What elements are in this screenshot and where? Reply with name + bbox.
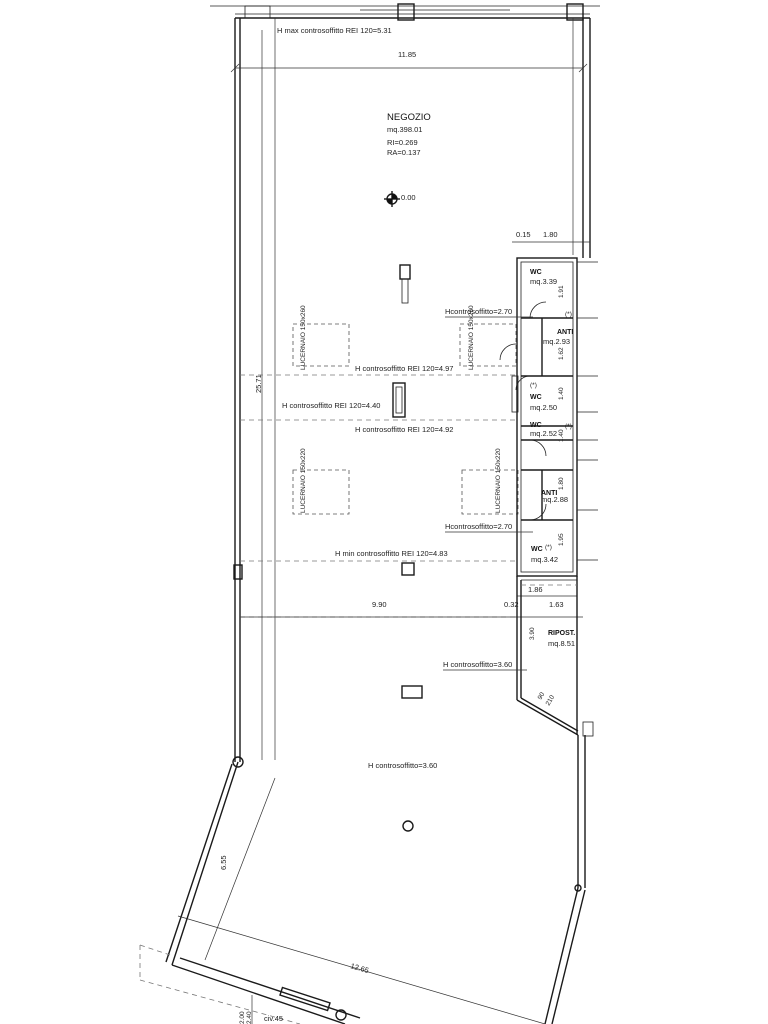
wc2-label: WC <box>530 394 542 401</box>
wc3-area: mq.2.52 <box>530 429 557 438</box>
ripost-label: RIPOST. <box>548 630 575 637</box>
skylight-1 <box>292 323 350 367</box>
ceiling-label-4: H min controsoffitto REI 120=4.83 <box>335 549 448 558</box>
dim-140b: 1.40 <box>558 429 565 442</box>
lower-ceiling-label: H controsoffitto=3.60 <box>368 761 437 770</box>
dim-200: 2.00 <box>239 1011 246 1024</box>
floor-box <box>401 685 423 699</box>
outer-walls <box>139 18 591 1024</box>
wc4-area: mq.3.42 <box>531 555 558 564</box>
ceiling-label-2: H controsoffitto REI 120=4.40 <box>282 401 380 410</box>
dim-195: 1.95 <box>558 533 565 546</box>
pillar <box>392 382 406 418</box>
dim-210: 210 <box>545 694 557 707</box>
pillar-2 <box>401 562 415 576</box>
skylight-4-label: LUCERNAIO 150x220 <box>495 448 502 513</box>
dim-163: 1.63 <box>549 600 564 609</box>
wc-ceiling-bottom: Hcontrosoffitto=2.70 <box>445 522 512 531</box>
floor-drain-icon <box>402 820 414 832</box>
dim-240: 2.40 <box>246 1011 253 1024</box>
top-dimension <box>230 18 588 760</box>
ceiling-label-3: H controsoffitto REI 120=4.92 <box>355 425 453 434</box>
shop-ri: RI=0.269 <box>387 138 418 147</box>
height-dim-left: 25.71 <box>254 374 263 393</box>
dim-162: 1.62 <box>558 347 565 360</box>
h-max-label: H max controsoffitto REI 120=5.31 <box>277 26 392 35</box>
wc1-label: WC <box>530 269 542 276</box>
dim-line-1265 <box>177 915 546 1024</box>
anti2-label: ANTI <box>541 490 557 497</box>
skylight-4 <box>461 469 519 515</box>
ceiling-label-1: H controsoffitto REI 120=4.97 <box>355 364 453 373</box>
dim-655: 6.55 <box>219 855 228 870</box>
skylight-2-label: LUCERNAIO 150x260 <box>468 305 475 370</box>
pillar-inner <box>395 386 403 414</box>
shop-area: mq.398.01 <box>387 125 422 134</box>
anti1-area: mq.2.93 <box>543 337 570 346</box>
dim-180: 1.80 <box>543 230 558 239</box>
bathroom-block <box>499 257 598 577</box>
dim-015: 0.15 <box>516 230 531 239</box>
dim-990: 9.90 <box>372 600 387 609</box>
storage-room <box>516 576 594 737</box>
anti1-label: ANTI <box>557 329 573 336</box>
dim-180b: 1.80 <box>558 477 565 490</box>
wc4-label: WC <box>531 546 543 553</box>
skylight-3-label: LUCERNAIO 150x220 <box>300 448 307 513</box>
civic-number: civ.45 <box>264 1014 283 1023</box>
anti2-area: mq.2.88 <box>541 495 568 504</box>
skylight-1-label: LUCERNAIO 150x260 <box>300 305 307 370</box>
wc3-label: WC <box>530 422 542 429</box>
ripost-ceiling: H controsoffitto=3.60 <box>443 660 512 669</box>
level-marker-icon <box>384 191 400 207</box>
top-wall <box>210 3 600 21</box>
wc3-star: (*) <box>565 423 572 430</box>
shop-name: NEGOZIO <box>387 112 431 123</box>
dim-186: 1.86 <box>528 585 543 594</box>
dim-1265: 12.65 <box>349 961 370 975</box>
wc4-star: (*) <box>545 544 552 551</box>
column-base <box>401 278 409 304</box>
dim-390: 3.90 <box>529 627 536 640</box>
dim-191: 1.91 <box>558 285 565 298</box>
wc2-area: mq.2.50 <box>530 403 557 412</box>
level-value: 0.00 <box>401 193 416 202</box>
wc-ceiling-top: Hcontrosoffitto=2.70 <box>445 307 512 316</box>
wc2-star: (*) <box>530 382 537 389</box>
skylight-3 <box>292 469 350 515</box>
dim-line-655 <box>204 777 276 961</box>
shop-ra: RA=0.137 <box>387 148 421 157</box>
entrance <box>251 986 331 1024</box>
column <box>399 264 411 280</box>
dim-032: 0.32 <box>504 600 519 609</box>
wc1-star: (*) <box>565 311 572 318</box>
dim-140a: 1.40 <box>558 387 565 400</box>
dim-90: 90 <box>537 691 547 701</box>
skylight-2 <box>459 323 517 367</box>
ripost-area: mq.8.51 <box>548 639 575 648</box>
wc1-area: mq.3.39 <box>530 277 557 286</box>
width-dim-top: 11.85 <box>398 50 416 59</box>
